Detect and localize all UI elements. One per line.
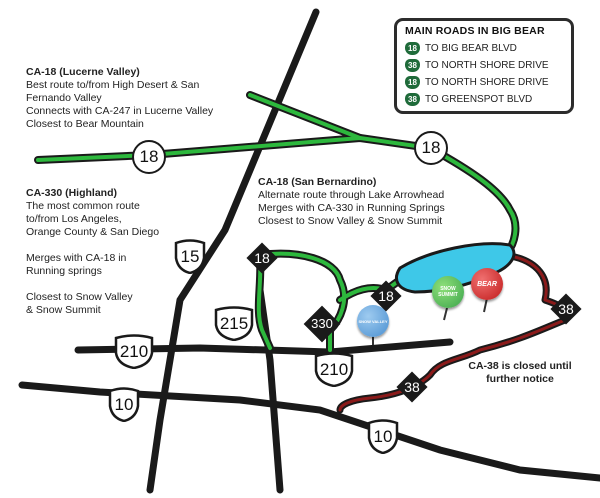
- i10-road: [18, 381, 384, 434]
- ca18-arrowhead-route: [258, 251, 347, 332]
- legend-box: MAIN ROADS IN BIG BEAR 18 TO BIG BEAR BL…: [394, 18, 574, 114]
- highland-heading: CA-330 (Highland): [26, 187, 118, 199]
- i15-road: [146, 8, 320, 494]
- snow-valley-marker[interactable]: SNOW VALLEY: [357, 305, 389, 337]
- ca38-closed-note: CA-38 is closed until further notice: [468, 360, 572, 385]
- ca38-route: [336, 251, 570, 414]
- i210-left-shield: 210: [112, 333, 156, 370]
- i210-right-shield: 210: [312, 351, 356, 388]
- snow-summit-marker[interactable]: SNOW SUMMIT: [432, 276, 464, 308]
- snow-summit-label: SNOW SUMMIT: [438, 286, 458, 298]
- ca18-connector: [248, 93, 362, 140]
- ca18-diamond-left: 18: [246, 242, 278, 274]
- highland-note: CA-330 (Highland) The most common route …: [26, 187, 160, 316]
- ca18-circle-left: 18: [132, 140, 166, 174]
- legend-title: MAIN ROADS IN BIG BEAR: [405, 25, 545, 37]
- ca330-diamond: 330: [303, 305, 341, 343]
- ca38-diamond-right: 38: [550, 293, 582, 325]
- i15-shield: 15: [172, 238, 208, 275]
- route-shield-icon: 38: [405, 59, 420, 72]
- legend-row: 38 TO GREENSPOT BLVD: [405, 91, 563, 108]
- i215-shield: 215: [212, 305, 256, 342]
- lucerne-heading: CA-18 (Lucerne Valley): [26, 66, 140, 78]
- ca18-diamond-mid: 18: [370, 280, 402, 312]
- green-routes: [34, 91, 520, 354]
- i10-left-shield: 10: [106, 386, 142, 423]
- route-shield-icon: 38: [405, 93, 420, 106]
- lucerne-note: CA-18 (Lucerne Valley) Best route to/fro…: [26, 66, 214, 130]
- bear-mountain-marker[interactable]: BEAR: [471, 268, 503, 300]
- ca18-lucerne-route: [36, 136, 432, 162]
- legend-row: 38 TO NORTH SHORE DRIVE: [405, 57, 563, 74]
- route-shield-icon: 18: [405, 42, 420, 55]
- snow-valley-label: SNOW VALLEY: [358, 318, 388, 324]
- i10-right-shield: 10: [365, 418, 401, 455]
- legend-row: 18 TO BIG BEAR BLVD: [405, 40, 563, 57]
- ca18-east-route: [428, 146, 518, 257]
- bear-label: BEAR: [477, 280, 497, 288]
- i215-road: [256, 286, 284, 494]
- ca18-circle-right: 18: [414, 131, 448, 165]
- sanbernardino-note: CA-18 (San Bernardino) Alternate route t…: [258, 176, 445, 227]
- route-shield-icon: 18: [405, 76, 420, 89]
- sanbernardino-heading: CA-18 (San Bernardino): [258, 176, 377, 188]
- legend-row: 18 TO NORTH SHORE DRIVE: [405, 74, 563, 91]
- ca38-diamond-bottom: 38: [396, 371, 428, 403]
- i10-road-east: [376, 426, 600, 482]
